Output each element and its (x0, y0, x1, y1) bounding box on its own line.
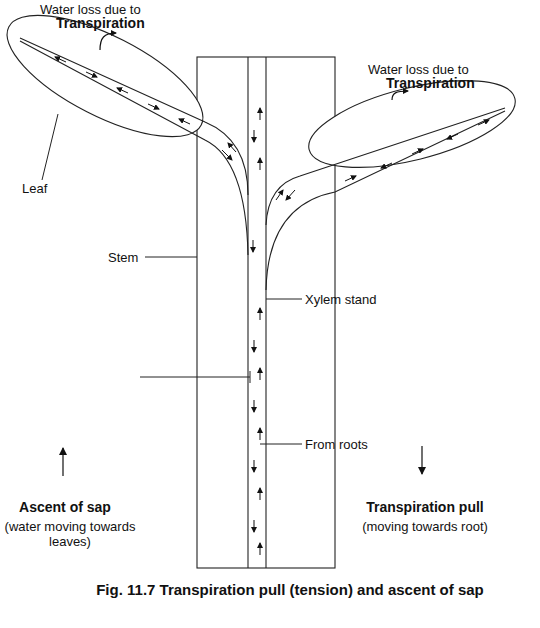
xylem-branch (266, 108, 505, 225)
xylem-branch (20, 38, 248, 195)
annotation-label: (water moving towards leaves) (0, 519, 140, 549)
annotation-label: Ascent of sap (0, 500, 130, 515)
leader-lines (42, 114, 302, 444)
annotation-label: Xylem stand (305, 292, 425, 307)
annotation-label: Leaf (22, 181, 82, 196)
annotation-label: Transpiration (56, 16, 186, 31)
xylem-branch (20, 41, 248, 255)
annotation-label: (moving towards root) (345, 519, 505, 534)
right-leaf (300, 63, 523, 184)
annotation-label: Water loss due to (40, 2, 170, 17)
xylem-branch (266, 111, 505, 290)
annotation-label: From roots (305, 437, 425, 452)
annotation-label: Stem (108, 250, 168, 265)
annotation-label: Water loss due to (368, 62, 518, 77)
xylem-wall (265, 57, 266, 568)
left-leaf (0, 0, 219, 161)
xylem-wall (247, 57, 248, 568)
annotation-label: Transpiration pull (345, 500, 505, 515)
figure-caption: Fig. 11.7 Transpiration pull (tension) a… (85, 580, 495, 599)
direction-arrow (63, 446, 422, 476)
annotation-label: Transpiration (386, 76, 516, 91)
flow-arrows (55, 57, 489, 555)
water-loss-arrow (100, 33, 408, 100)
